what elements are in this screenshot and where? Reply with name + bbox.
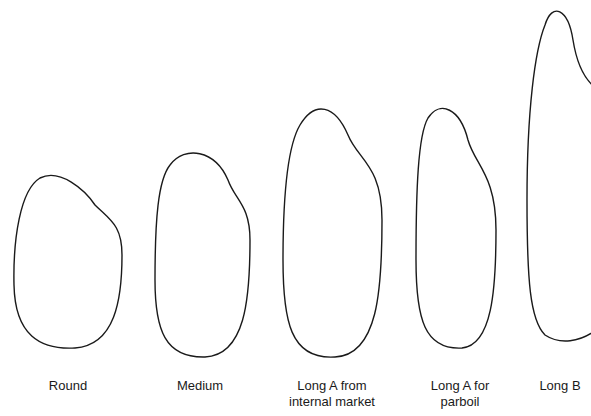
long-a-internal-grain [283, 109, 382, 357]
grain-label: Long B [533, 378, 587, 394]
grain-label: Medium [150, 378, 250, 394]
long-a-parboil-grain [416, 109, 496, 349]
medium-grain [155, 153, 250, 357]
grain-label: Round [18, 378, 118, 394]
round-grain [14, 175, 122, 348]
grain-label: Long A for parboil [420, 378, 500, 410]
long-b-grain [527, 11, 591, 341]
grain-label: Long A from internal market [282, 378, 382, 410]
